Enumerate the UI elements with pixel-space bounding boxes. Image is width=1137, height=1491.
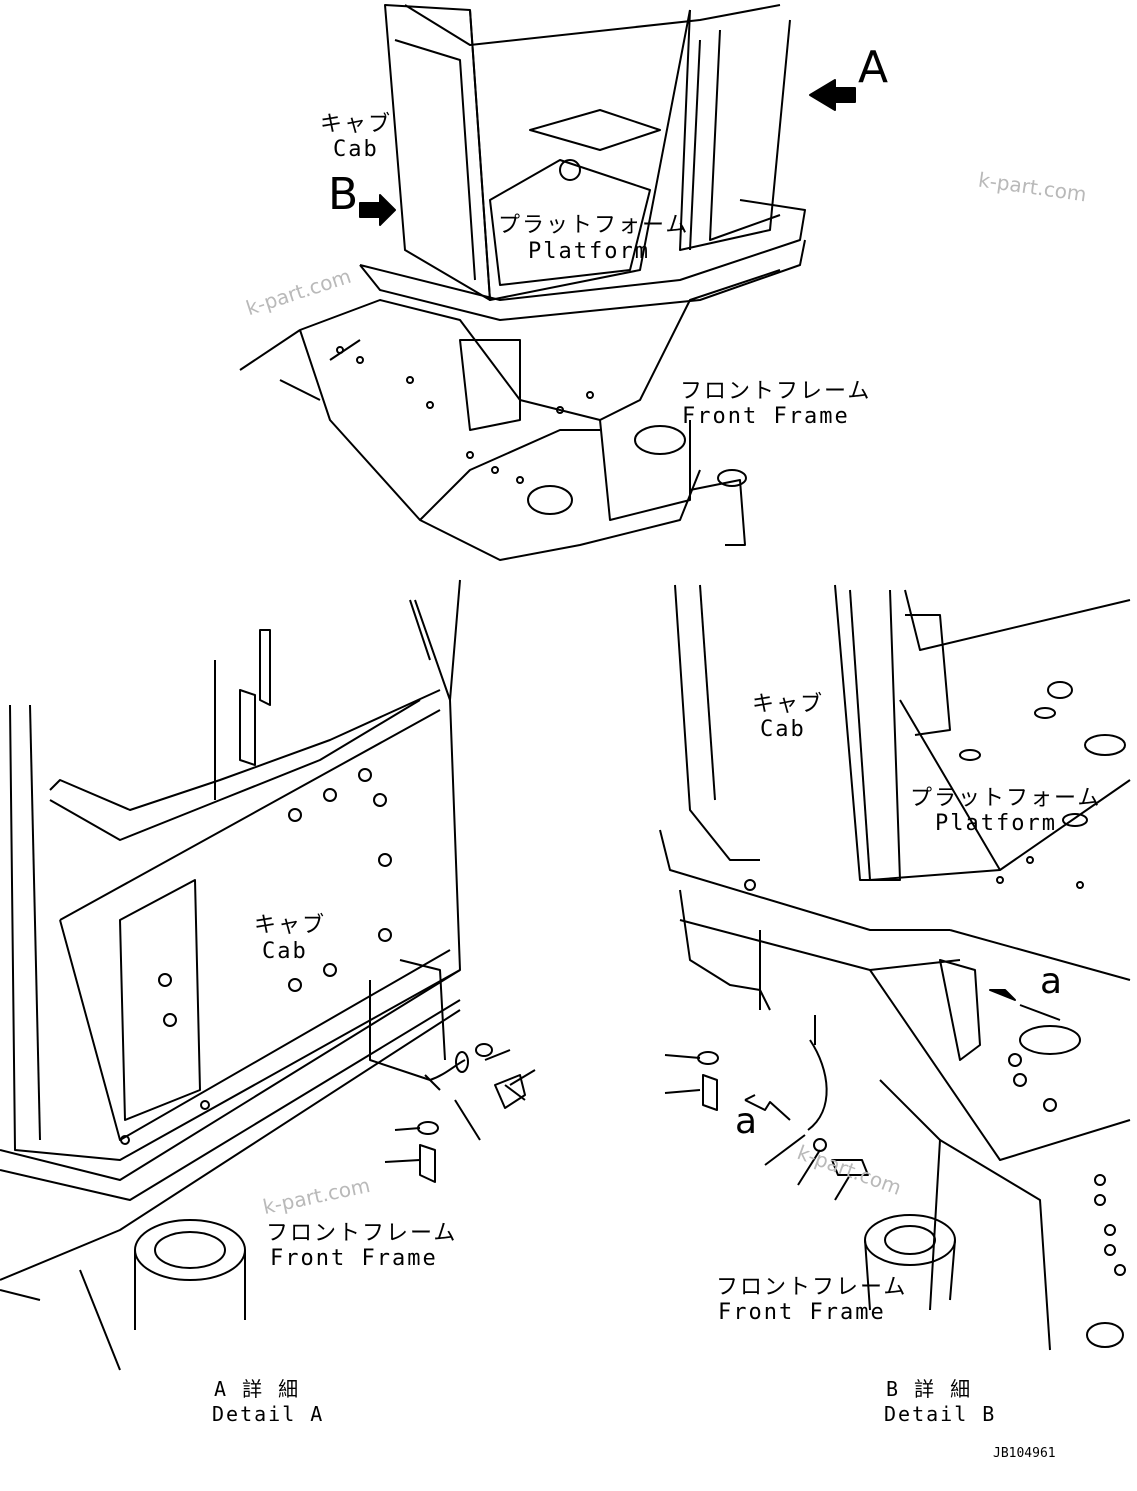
detail-b-platform-label-jp: プラットフォーム [910, 786, 1102, 811]
detail-b-front-frame-label-jp: フロントフレーム [716, 1275, 908, 1300]
detail-b-marker-a-lower: a [735, 1101, 758, 1142]
top-cab-label-jp: キャブ [320, 112, 393, 137]
detail-a-cab-label-jp: キャブ [254, 913, 327, 938]
top-front-frame-label-en: Front Frame [682, 404, 850, 429]
detail-b-drawing [659, 584, 1131, 1351]
detail-b-caption-jp: B 詳 細 [886, 1377, 973, 1401]
detail-a-front-frame-label-en: Front Frame [270, 1246, 438, 1271]
arrow-b-label: B [328, 169, 359, 220]
arrow-a-label: A [858, 42, 889, 93]
detail-a-caption-en: Detail A [212, 1402, 325, 1426]
top-cab-label-en: Cab [333, 137, 379, 162]
detail-a-front-frame-label-jp: フロントフレーム [266, 1221, 458, 1246]
detail-b-front-frame-label-en: Front Frame [718, 1300, 886, 1325]
detail-b-platform-label-en: Platform [935, 811, 1057, 836]
detail-b-marker-a-upper: a [1040, 961, 1063, 1002]
top-front-frame-label-jp: フロントフレーム [680, 379, 872, 404]
drawing-code: JB104961 [993, 1446, 1056, 1461]
detail-b-caption-en: Detail B [884, 1402, 997, 1426]
detail-b-cab-label-en: Cab [760, 717, 806, 742]
top-platform-label-en: Platform [528, 239, 650, 264]
detail-b-cab-label-jp: キャブ [752, 692, 825, 717]
top-platform-label-jp: プラットフォーム [498, 213, 690, 238]
detail-a-cab-label-en: Cab [262, 939, 308, 964]
top-assembly-drawing [239, 4, 856, 561]
detail-a-drawing [0, 579, 536, 1371]
detail-a-caption-jp: A 詳 細 [214, 1377, 301, 1401]
